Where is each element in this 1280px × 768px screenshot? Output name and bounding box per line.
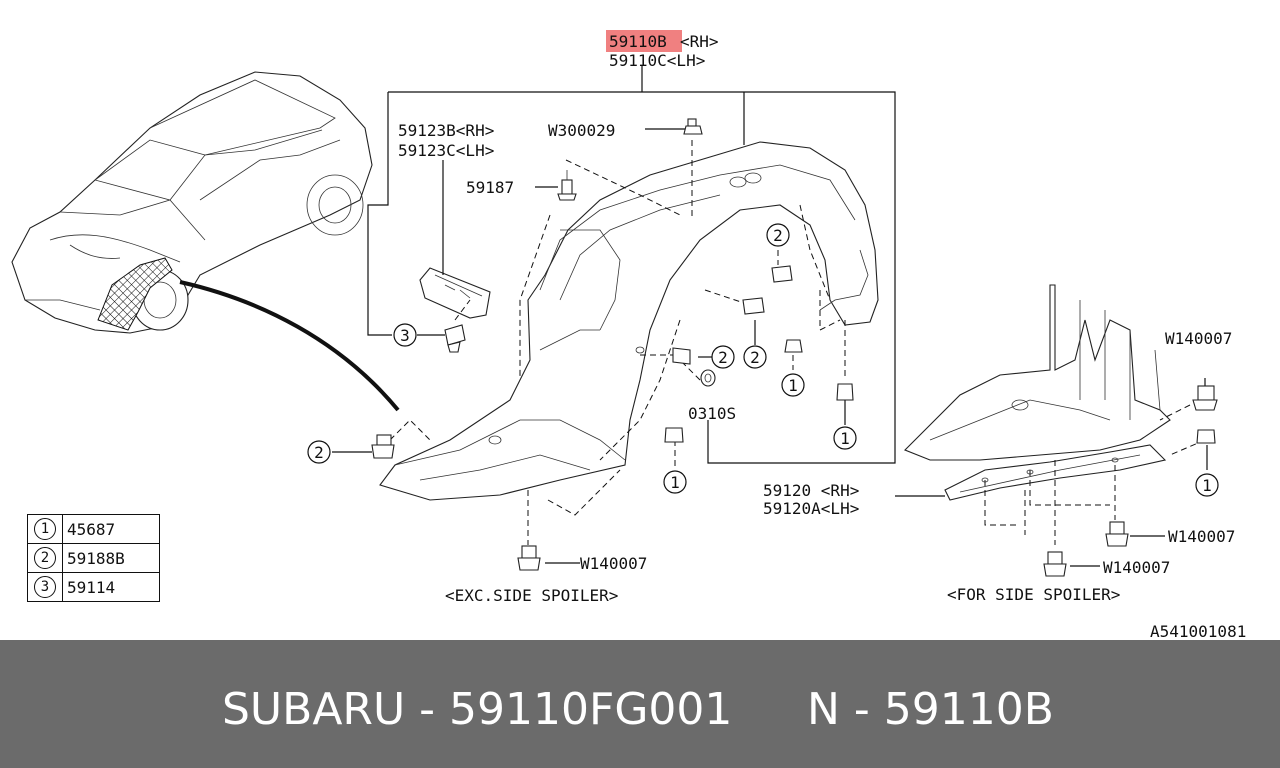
parts-diagram: 3 2 2 2 2 1 1 1 1 59110B <RH> 59110C<LH>…	[11, 30, 1247, 640]
callout-2: 2	[743, 345, 767, 369]
footer-alt-part-number: N - 59110B	[807, 684, 1054, 735]
svg-text:2: 2	[314, 443, 324, 462]
callouts: 3 2 2 2 2 1 1 1 1	[307, 223, 1219, 497]
svg-text:1: 1	[1202, 476, 1212, 495]
svg-text:2: 2	[718, 348, 728, 367]
part-highlight	[606, 30, 682, 52]
callout-3: 3	[393, 323, 417, 347]
callout-2: 2	[766, 223, 790, 247]
label-clip-w300029: W300029	[548, 121, 615, 140]
label-cover-lh: 59120A<LH>	[763, 499, 859, 518]
caption-exc-side-spoiler: <EXC.SIDE SPOILER>	[445, 586, 618, 605]
label-washer-0310s: 0310S	[688, 404, 736, 423]
car-illustration	[11, 71, 373, 334]
legend-number: 1	[34, 518, 56, 540]
label-w140007-b: W140007	[1165, 329, 1232, 348]
diagram-drawing: 3 2 2 2 2 1 1 1 1 59110B <RH> 59110C<LH>…	[11, 30, 1246, 640]
svg-text:2: 2	[750, 348, 760, 367]
label-w140007-c: W140007	[1168, 527, 1235, 546]
legend-row: 3 59114	[27, 572, 160, 602]
legend-row: 1 45687	[27, 514, 160, 544]
label-part-lh: 59110C<LH>	[609, 51, 705, 70]
footer-brand-part-number: SUBARU - 59110FG001	[222, 684, 733, 735]
footer-banner: SUBARU - 59110FG001 N - 59110B	[0, 640, 1280, 768]
label-part-rh: 59110B	[609, 32, 667, 51]
fasteners	[371, 118, 854, 571]
callout-2: 2	[307, 440, 331, 464]
svg-text:3: 3	[400, 326, 410, 345]
callout-1: 1	[833, 426, 857, 450]
legend-row: 2 59188B	[27, 543, 160, 573]
label-w140007-a: W140007	[580, 554, 647, 573]
svg-text:1: 1	[670, 473, 680, 492]
labels: 59110B <RH> 59110C<LH> 59123B<RH> 59123C…	[398, 30, 1246, 640]
drawing-code: A541001081	[1150, 622, 1246, 640]
label-w140007-d: W140007	[1103, 558, 1170, 577]
caption-for-side-spoiler: <FOR SIDE SPOILER>	[947, 585, 1120, 604]
callout-1: 1	[781, 373, 805, 397]
fender-liner-for	[904, 284, 1171, 501]
label-mudguard-lh: 59123C<LH>	[398, 141, 494, 160]
fasteners-right	[1043, 385, 1218, 577]
label-bolt-59187: 59187	[466, 178, 514, 197]
legend-part-number: 59188B	[62, 543, 160, 573]
parts-legend-table: 1 45687 2 59188B 3 59114	[27, 514, 160, 602]
fender-liner-exc	[379, 141, 879, 501]
leader-lines-right	[895, 378, 1208, 567]
callout-1: 1	[663, 470, 687, 494]
svg-text:2: 2	[773, 226, 783, 245]
callout-2: 2	[711, 345, 735, 369]
label-mudguard-rh: 59123B<RH>	[398, 121, 494, 140]
liner-highlight	[97, 257, 173, 331]
leader-lines	[332, 66, 896, 564]
callout-1: 1	[1195, 473, 1219, 497]
svg-text:1: 1	[840, 429, 850, 448]
svg-text:1: 1	[788, 376, 798, 395]
legend-number: 2	[34, 547, 56, 569]
label-part-rh-suffix: <RH>	[680, 32, 719, 51]
label-cover-rh: 59120 <RH>	[763, 481, 859, 500]
mudguard-part	[419, 267, 491, 319]
legend-number: 3	[34, 576, 56, 598]
legend-part-number: 59114	[62, 572, 160, 602]
legend-part-number: 45687	[62, 514, 160, 544]
